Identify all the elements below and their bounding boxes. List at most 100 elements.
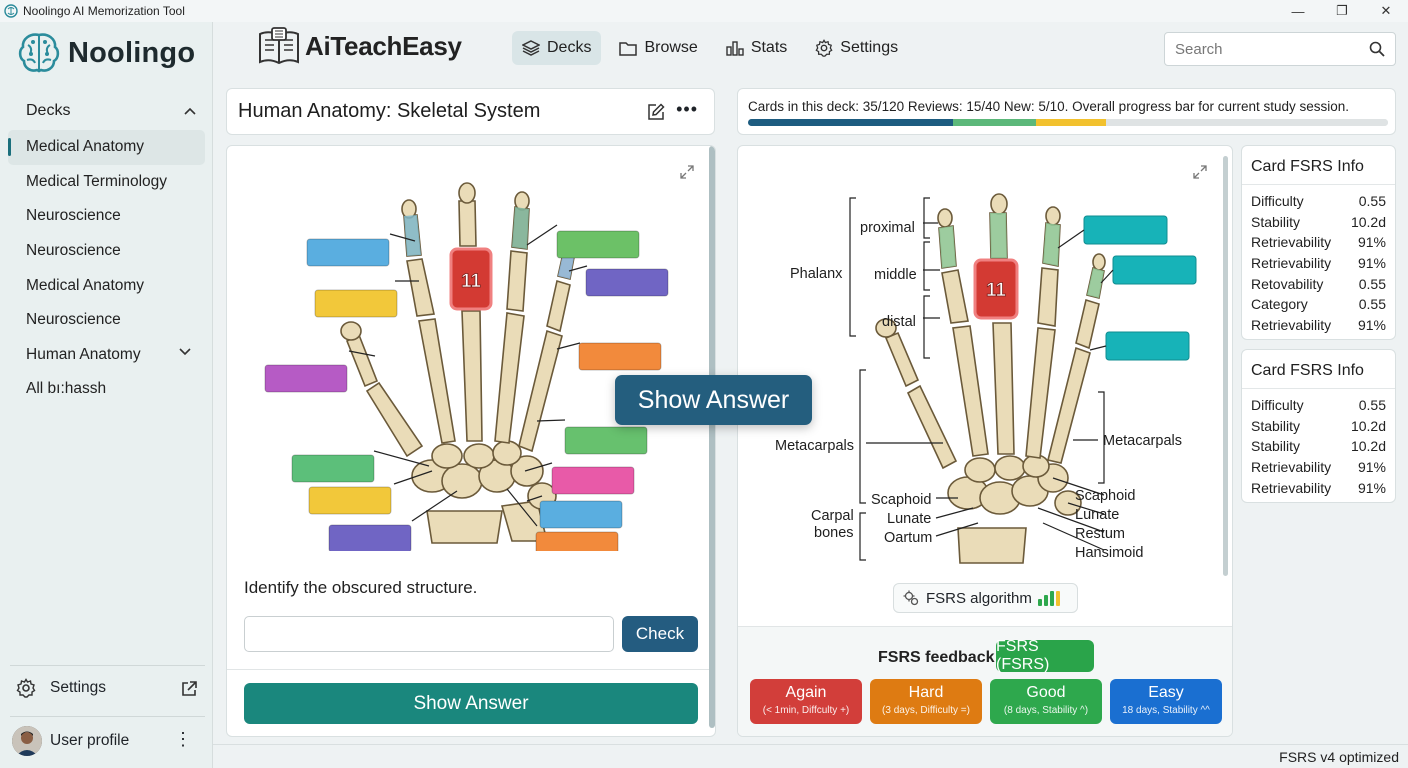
answer-input[interactable] (244, 616, 614, 652)
search-icon[interactable] (1369, 41, 1385, 57)
sidebar-item-neuroscience[interactable]: Neuroscience (8, 199, 205, 234)
chevron-up-icon (184, 107, 196, 115)
divider (227, 669, 715, 670)
floating-show-answer-button[interactable]: Show Answer (615, 375, 812, 425)
tab-browse[interactable]: Browse (609, 31, 707, 65)
info-title: Card FSRS Info (1242, 146, 1395, 185)
hidden-label-box (564, 426, 648, 455)
edit-icon[interactable] (647, 103, 665, 121)
brand: Noolingo (16, 30, 195, 76)
fsrs-algorithm-pill[interactable]: FSRS algorithm (893, 583, 1078, 613)
external-link-icon[interactable] (180, 680, 198, 698)
fsrs-mode-pill[interactable]: FSRS (FSRS) (996, 638, 1094, 673)
show-answer-button[interactable]: Show Answer (244, 683, 698, 724)
easy-button[interactable]: Easy 18 days, Stability ^^ (1110, 679, 1222, 724)
hidden-label-box (585, 268, 669, 297)
search-box[interactable] (1164, 32, 1396, 66)
tab-label: Decks (547, 39, 592, 56)
label-proximal: proximal (860, 220, 915, 236)
settings-label: Settings (50, 679, 107, 696)
hidden-label-box (314, 289, 398, 318)
brand-name: Noolingo (68, 36, 196, 69)
sidebar-item-medical-terminology[interactable]: Medical Terminology (8, 165, 205, 200)
sidebar-item-all[interactable]: All bı:hassh (8, 372, 205, 407)
gears-icon (903, 590, 919, 606)
label-bones: bones (814, 525, 854, 541)
hard-button[interactable]: Hard (3 days, Difficulty =) (870, 679, 982, 724)
minimize-button[interactable]: — (1291, 3, 1305, 19)
hidden-label-box (306, 238, 390, 267)
expand-icon[interactable] (1192, 164, 1208, 180)
sidebar-item-human-anatomy[interactable]: Human Anatomy (8, 338, 205, 373)
status-bar: FSRS v4 optimized (213, 744, 1408, 768)
user-profile[interactable]: User profile ⋮ (12, 726, 198, 756)
app-logo: AiTeachEasy (257, 24, 462, 68)
tab-label: Browse (644, 39, 698, 56)
label-lunate-right: Lunate (1075, 507, 1119, 523)
gear-icon (16, 678, 36, 698)
rating-label: Easy (1148, 684, 1184, 701)
sidebar-item-medical-anatomy-2[interactable]: Medical Anatomy (8, 268, 205, 303)
maximize-button[interactable]: ❐ (1336, 3, 1348, 18)
label-middle: middle (874, 267, 917, 283)
again-button[interactable]: Again (< 1min, Diffculty +) (750, 679, 862, 724)
tab-settings[interactable]: Settings (805, 31, 908, 65)
label-carpal: Carpal (811, 508, 854, 524)
hidden-label-box (539, 500, 623, 529)
close-button[interactable]: ✕ (1380, 3, 1392, 18)
window-title: Noolingo AI Memorization Tool (23, 4, 185, 18)
sidebar-settings-button[interactable]: Settings (16, 678, 198, 698)
scrollbar[interactable] (709, 146, 715, 728)
info-title: Card FSRS Info (1242, 350, 1395, 389)
hidden-label-box (308, 486, 392, 515)
good-button[interactable]: Good (8 days, Stability ^) (990, 679, 1102, 724)
sidebar-item-medical-anatomy[interactable]: Medical Anatomy (8, 130, 205, 165)
expand-icon[interactable] (679, 164, 695, 180)
scrollbar[interactable] (1223, 156, 1228, 576)
sidebar-item-label: Human Anatomy (26, 345, 141, 363)
more-vertical-icon[interactable]: ⋮ (174, 729, 192, 749)
deck-title-card: Human Anatomy: Skeletal System ••• (226, 88, 715, 135)
logo-text: AiTeachEasy (305, 30, 462, 61)
sidebar-item-neuroscience-3[interactable]: Neuroscience (8, 303, 205, 338)
question-prompt: Identify the obscured structure. (244, 578, 478, 597)
tab-decks[interactable]: Decks (512, 31, 602, 65)
sidebar-item-neuroscience-2[interactable]: Neuroscience (8, 234, 205, 269)
sidebar-item-label: Medical Anatomy (26, 138, 145, 156)
label-lunate-left: Lunate (887, 511, 931, 527)
search-input[interactable] (1175, 40, 1355, 58)
label-oartum: Oartum (884, 530, 932, 546)
question-card: 11 Identify the obscured structure. Chec… (226, 145, 716, 737)
deck-list: Medical Anatomy Medical Terminology Neur… (8, 130, 205, 407)
hidden-label-box (328, 524, 412, 551)
decks-section-toggle[interactable]: Decks (26, 102, 196, 120)
tab-stats[interactable]: Stats (716, 31, 797, 65)
label-hansimoid: Hansimoid (1075, 545, 1144, 561)
tab-label: Settings (840, 39, 899, 56)
window-titlebar: Noolingo AI Memorization Tool — ❐ ✕ (0, 0, 1408, 22)
check-button[interactable]: Check (622, 616, 698, 652)
sidebar-item-label: Neuroscience (26, 242, 121, 260)
answer-marker-number: 11 (986, 280, 1007, 301)
tab-label: Stats (750, 39, 788, 56)
more-options-icon[interactable]: ••• (676, 99, 698, 119)
label-restum: Restum (1075, 526, 1125, 542)
rating-label: Hard (908, 684, 944, 701)
algorithm-label: FSRS algorithm (926, 589, 1032, 607)
hand-skeleton-quiz-image: 11 (264, 182, 669, 551)
profile-label: User profile (50, 732, 130, 749)
status-text: FSRS v4 optimized (1279, 749, 1399, 765)
session-progress-card: Cards in this deck: 35/120 Reviews: 15/4… (737, 88, 1396, 135)
progress-segment (1106, 119, 1388, 126)
folder-icon (619, 41, 638, 56)
progress-segment (1035, 119, 1107, 126)
